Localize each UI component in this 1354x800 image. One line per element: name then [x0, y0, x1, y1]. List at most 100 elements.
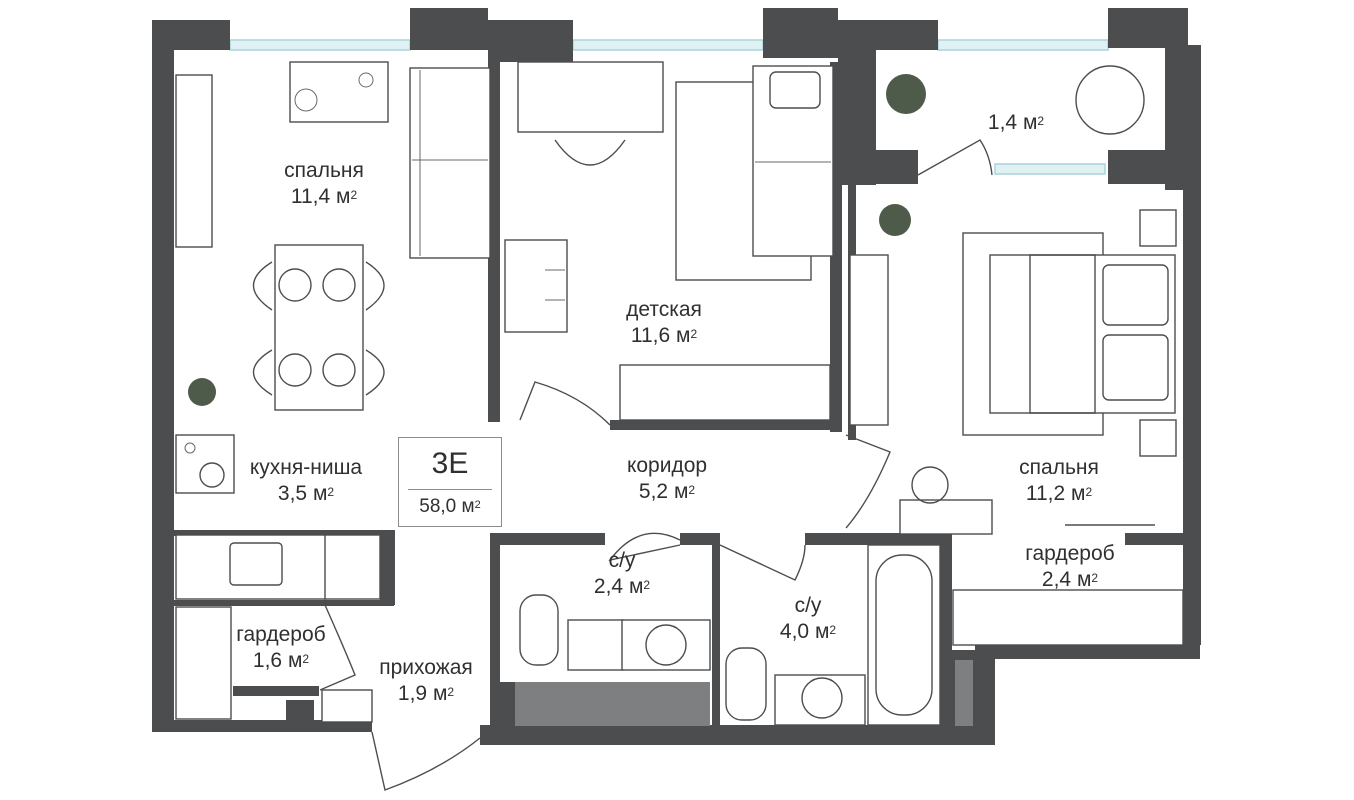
armchair [1075, 65, 1145, 135]
room-name: с/у [608, 549, 636, 572]
sink [229, 542, 283, 586]
window-top-middle [572, 39, 764, 51]
plate-1 [278, 268, 312, 302]
plant-kitchen-icon [188, 378, 216, 406]
pillow-1 [1102, 264, 1169, 326]
plate-2 [322, 268, 356, 302]
room-name: гардероб [1025, 542, 1115, 565]
area-unit-exponent: 2 [643, 578, 651, 592]
room-name: спальня [1019, 456, 1099, 479]
chair-3 [253, 349, 273, 396]
room-area: 5,2 м [638, 480, 689, 503]
room-area: 1,4 м [987, 111, 1038, 134]
bathroom-2-fixtures [725, 544, 941, 726]
area-unit-exponent: 2 [302, 652, 310, 666]
kids-bed [752, 65, 834, 257]
room-label-balcony: 1,4 м2 [988, 110, 1044, 136]
plant-bedroom-icon [879, 204, 911, 236]
area-unit-exponent: 2 [829, 623, 837, 637]
sofa [409, 67, 491, 259]
room-label-corridor: коридор 5,2 м2 [627, 453, 707, 505]
sink-2 [774, 674, 866, 726]
kids-room-furniture [504, 61, 834, 421]
dressing-table [899, 499, 993, 535]
room-label-bathroom-2: с/у 4,0 м2 [780, 593, 836, 645]
area-unit-exponent: 2 [447, 685, 455, 699]
badge-divider [408, 489, 492, 490]
room-area: 11,2 м [1025, 482, 1086, 505]
area-unit-exponent: 2 [1091, 571, 1099, 585]
plate-3 [278, 353, 312, 387]
room-name: гардероб [236, 623, 326, 646]
wardrobe-2-rack [952, 589, 1184, 646]
room-area: 3,5 м [277, 482, 328, 505]
chair-4 [365, 349, 385, 396]
washing-machine [567, 619, 624, 671]
bathroom-1-fixtures [519, 594, 711, 671]
area-unit-exponent: 2 [350, 188, 358, 202]
bedroom-2-furniture [849, 209, 1177, 535]
plants [188, 74, 926, 406]
room-label-bedroom-1: спальня 11,4 м2 [284, 158, 364, 210]
chair-2 [365, 261, 385, 311]
room-label-hallway: прихожая 1,9 м2 [379, 655, 473, 707]
bedroom-1-furniture [175, 61, 491, 411]
toilet-2 [725, 647, 767, 721]
area-unit-exponent: 2 [1037, 114, 1045, 128]
walls [152, 8, 1201, 745]
toilet-1 [519, 594, 559, 666]
wall-bars [504, 239, 568, 333]
kids-desk [517, 61, 664, 133]
room-name: кухня-ниша [249, 456, 363, 479]
apartment-total-area: 58,0 м [419, 496, 475, 517]
kitchen-counter [175, 534, 327, 600]
nightstand-2 [1139, 419, 1177, 457]
room-area: 2,4 м [1041, 568, 1092, 591]
kitchen-furniture [175, 434, 381, 600]
tv-cabinet [175, 74, 213, 248]
apartment-code: 3Е [431, 447, 469, 480]
balcony-furniture [1075, 65, 1145, 135]
pillow [769, 71, 821, 109]
sink-1 [621, 619, 711, 671]
area-unit-exponent: 2 [474, 499, 481, 511]
fridge [324, 534, 381, 600]
room-area: 2,4 м [593, 575, 644, 598]
room-label-wardrobe-1: гардероб 1,6 м2 [236, 622, 325, 674]
room-area: 1,9 м [397, 682, 448, 705]
room-name: коридор [626, 454, 708, 477]
window-top-left [229, 39, 411, 51]
area-unit-exponent: 2 [690, 327, 698, 341]
room-area: 1,6 м [252, 649, 303, 672]
area-unit-exponent: 2 [327, 485, 335, 499]
doors [319, 139, 993, 791]
bathtub [867, 544, 941, 726]
window-balcony [994, 163, 1106, 175]
plant-balcony-icon [886, 74, 926, 114]
pillow-2 [1102, 334, 1169, 401]
wardrobe-1-rack [175, 606, 232, 720]
room-name: детская [626, 298, 702, 321]
room-label-kids-room: детская 11,6 м2 [626, 297, 702, 349]
nightstand-1 [1139, 209, 1177, 247]
kids-wardrobe [619, 364, 831, 421]
chair-1 [253, 261, 273, 311]
room-label-wardrobe-2: гардероб 2,4 м2 [1025, 541, 1114, 593]
bedroom-2-cabinet [849, 254, 889, 426]
plate-4 [322, 353, 356, 387]
shoe-mat [321, 689, 373, 723]
wardrobe-2-furniture [952, 589, 1184, 646]
wardrobe-1-furniture [175, 606, 373, 723]
room-name: спальня [284, 159, 364, 182]
room-name: прихожая [379, 656, 473, 679]
room-label-bedroom-2: спальня 11,2 м2 [1019, 455, 1099, 507]
apartment-badge: 3Е 58,0 м2 [398, 437, 502, 527]
window-top-right [937, 39, 1109, 51]
room-label-kitchen-niche: кухня-ниша 3,5 м2 [250, 455, 362, 507]
double-bed [989, 254, 1176, 414]
desk-chair [554, 139, 626, 166]
stool [911, 466, 949, 504]
room-area: 11,4 м [290, 185, 351, 208]
area-unit-exponent: 2 [688, 483, 696, 497]
